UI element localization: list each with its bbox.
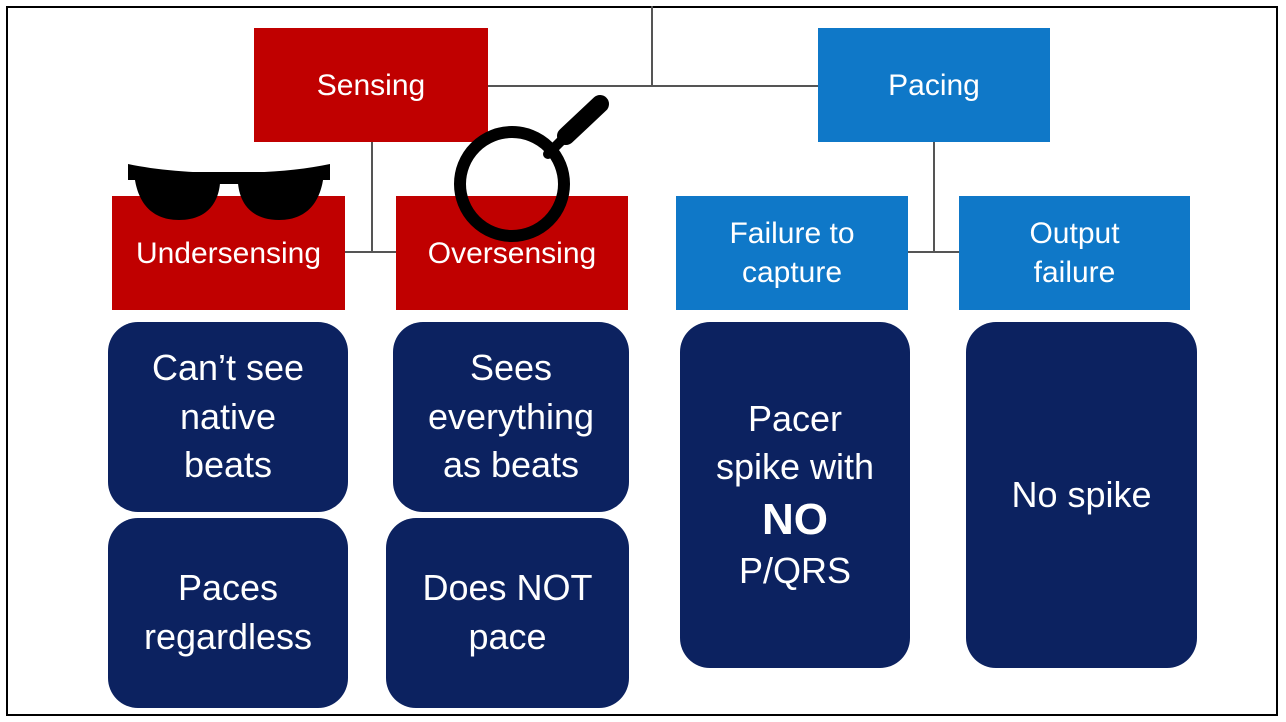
pacing-box: Pacing xyxy=(818,28,1050,142)
output-failure-box: Output failure xyxy=(959,196,1190,310)
failure-to-capture-label: Failure to capture xyxy=(729,217,855,289)
magnifying-glass-icon xyxy=(454,95,609,242)
failure-to-capture-text-post: P/QRS xyxy=(738,549,852,591)
connector-under-over xyxy=(345,251,396,253)
connector-capture-output xyxy=(908,251,959,253)
undersensing-description-box: Can’t see native beats xyxy=(108,322,348,512)
undersensing-sees-text: Can’t see native beats xyxy=(151,347,305,486)
undersensing-action-text: Paces regardless xyxy=(143,567,313,657)
oversensing-box: Oversensing xyxy=(396,196,628,310)
undersensing-box: Undersensing xyxy=(112,196,345,310)
slide-frame xyxy=(6,6,1278,716)
failure-to-capture-box: Failure to capture xyxy=(676,196,908,310)
failure-to-capture-description-box: Pacer spike with NO P/QRS xyxy=(680,322,910,668)
connector-pacing-down xyxy=(933,142,935,252)
sensing-box: Sensing xyxy=(254,28,488,142)
oversensing-action-text: Does NOT pace xyxy=(422,567,593,657)
connector-top-stem xyxy=(651,6,653,86)
output-failure-text: No spike xyxy=(1011,473,1152,515)
oversensing-sees-text: Sees everything as beats xyxy=(427,347,595,486)
oversensing-description-box: Sees everything as beats xyxy=(393,322,629,512)
failure-to-capture-text-pre: Pacer spike with xyxy=(715,397,875,488)
sensing-label: Sensing xyxy=(316,68,426,102)
undersensing-label: Undersensing xyxy=(135,236,322,270)
oversensing-action-box: Does NOT pace xyxy=(386,518,629,708)
pacing-label: Pacing xyxy=(888,68,980,102)
connector-sensing-down xyxy=(371,142,373,252)
output-failure-description-box: No spike xyxy=(966,322,1197,668)
sunglasses-icon xyxy=(128,164,330,220)
connector-sensing-pacing xyxy=(488,85,818,87)
output-failure-label: Output failure xyxy=(1029,217,1120,289)
oversensing-label: Oversensing xyxy=(427,236,597,270)
failure-to-capture-text-bold: NO xyxy=(762,494,828,544)
undersensing-action-box: Paces regardless xyxy=(108,518,348,708)
